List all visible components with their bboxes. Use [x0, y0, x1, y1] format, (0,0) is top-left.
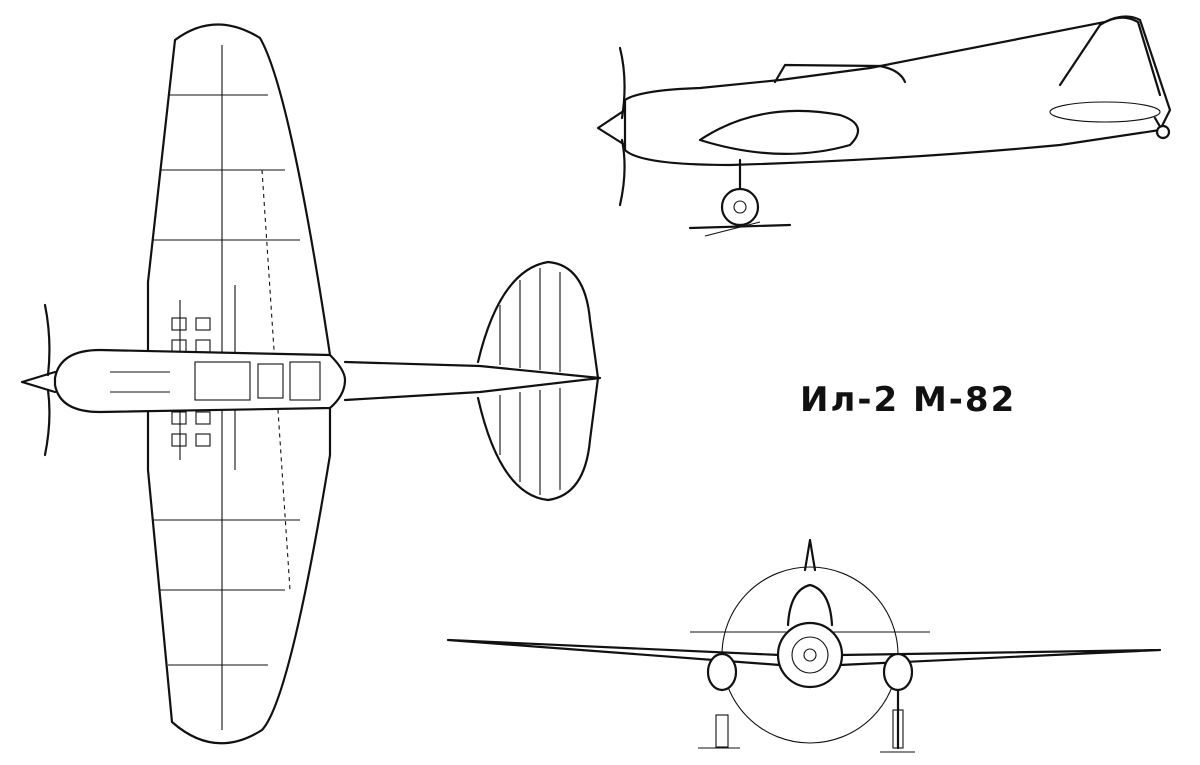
plan-view-cockpit — [110, 361, 321, 401]
plan-view-spinner — [20, 370, 57, 394]
plan-view-rear-fuselage — [343, 360, 602, 402]
side-view-wing-root — [698, 109, 860, 155]
side-view-propeller — [618, 46, 626, 207]
plan-view-fuselage — [53, 348, 347, 414]
front-view — [446, 538, 1162, 753]
side-view-tail-wheel — [1153, 116, 1171, 140]
aircraft-designation-caption: Ил-2 М-82 — [800, 380, 1017, 420]
front-view-landing-gear — [698, 652, 915, 753]
front-view-engine-cowling — [776, 621, 844, 689]
plan-view-propeller — [43, 303, 51, 457]
plan-view-tail-ribs — [499, 268, 561, 495]
front-view-fin — [803, 538, 817, 572]
front-view-canopy — [786, 583, 834, 627]
side-view-tailplane — [1049, 101, 1161, 123]
plan-view — [20, 23, 602, 745]
side-view-canopy — [773, 63, 907, 84]
plan-view-ammo-bays — [171, 317, 211, 447]
plan-view-tailplane — [476, 260, 600, 502]
side-view — [596, 15, 1172, 237]
side-view-fuselage — [623, 15, 1172, 167]
side-view-spinner — [596, 108, 627, 147]
side-view-fin — [1058, 16, 1162, 97]
front-view-wing — [446, 638, 1162, 667]
side-view-main-gear — [688, 158, 792, 237]
